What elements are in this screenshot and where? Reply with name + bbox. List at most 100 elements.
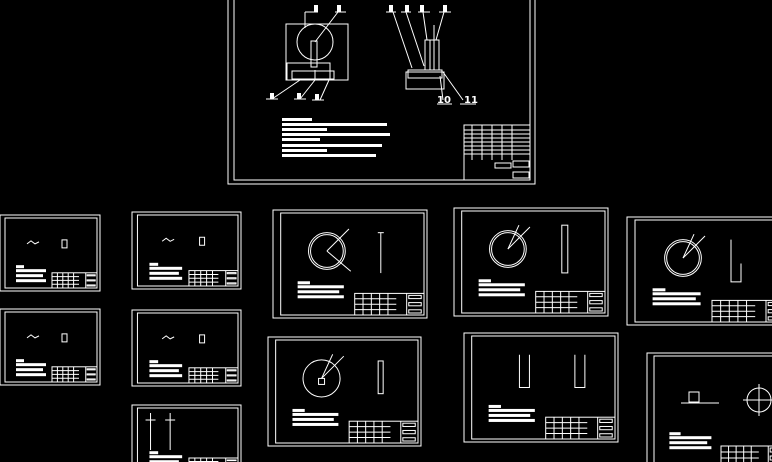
- sheet-outer-border: [131, 404, 242, 462]
- ring-outline: [308, 232, 346, 270]
- drawing-sheet-9[interactable]: [463, 332, 619, 443]
- note-line: [488, 404, 501, 408]
- main-assembly-sheet[interactable]: 10 11: [227, 0, 536, 185]
- part-view: [688, 391, 700, 403]
- note-line: [16, 274, 43, 278]
- title-block: [535, 290, 606, 314]
- note-line: [149, 266, 183, 270]
- drawing-sheet-3[interactable]: [272, 209, 428, 319]
- note-line: [149, 360, 159, 364]
- drawing-sheet-6[interactable]: [0, 308, 101, 386]
- sheet-outer-border: [646, 352, 772, 462]
- cell: [589, 300, 603, 305]
- note-line: [282, 154, 376, 157]
- sheet-outer-border: [453, 207, 609, 317]
- note-line: [282, 149, 327, 152]
- note-line: [16, 265, 24, 269]
- note-line: [16, 359, 24, 363]
- drawing-sheet-2[interactable]: [131, 211, 242, 290]
- note-line: [282, 133, 390, 136]
- note-line: [669, 446, 712, 450]
- cell: [86, 274, 96, 277]
- cell: [589, 292, 603, 298]
- notes-block: [652, 288, 701, 306]
- leader-line: [326, 250, 352, 272]
- sheet-inner-border: [136, 214, 239, 287]
- cell: [86, 373, 96, 376]
- cell: [226, 277, 237, 280]
- drawing-sheet-7[interactable]: [131, 309, 242, 387]
- cell: [86, 368, 96, 371]
- note-line: [149, 276, 183, 280]
- part-drawing: [161, 236, 206, 246]
- notes-block: [16, 359, 46, 377]
- note-line: [297, 290, 340, 294]
- sheet-outer-border: [131, 211, 242, 290]
- sheet-outer-border: [227, 0, 536, 185]
- cell: [226, 272, 237, 275]
- note-line: [282, 138, 320, 141]
- drawing-sheet-11[interactable]: [131, 404, 242, 462]
- cell: [589, 307, 603, 312]
- note-line: [149, 460, 179, 462]
- note-line: [478, 288, 521, 292]
- note-line: [292, 408, 305, 412]
- note-line: [652, 302, 701, 306]
- notes-block: [297, 281, 344, 299]
- part-drawing: [681, 384, 772, 416]
- sheet-inner-border: [280, 212, 425, 316]
- balloon-label-11: 11: [464, 95, 478, 106]
- cell: [512, 171, 530, 179]
- note-line: [652, 297, 696, 301]
- note-line: [297, 285, 344, 289]
- title-block: [348, 420, 419, 444]
- cell: [408, 294, 422, 300]
- leader-line: [507, 226, 531, 250]
- notes-block: [669, 432, 712, 450]
- note-line: [669, 436, 712, 440]
- ring-outline: [489, 230, 527, 268]
- drawing-sheet-10[interactable]: [646, 352, 772, 462]
- note-line: [282, 123, 387, 126]
- cell: [769, 447, 772, 453]
- cell: [402, 437, 416, 442]
- note-line: [669, 432, 681, 436]
- sheet-inner-border: [634, 219, 772, 323]
- sketch-mark: [61, 333, 68, 343]
- sketch-mark: [61, 239, 68, 249]
- drawing-sheet-5[interactable]: [626, 216, 772, 326]
- part-drawing: [145, 413, 176, 450]
- note-line: [478, 283, 525, 287]
- note-line: [282, 118, 312, 121]
- ring-outline: [664, 239, 702, 277]
- notes-block: [488, 404, 535, 422]
- part-side-view: [730, 239, 742, 283]
- sheet-outer-border: [0, 308, 101, 386]
- note-line: [149, 262, 159, 266]
- note-line: [488, 418, 535, 422]
- sheet-inner-border: [233, 0, 531, 181]
- drawing-sheet-8[interactable]: [267, 336, 422, 447]
- note-line: [652, 288, 666, 292]
- cell: [86, 279, 96, 282]
- ring-inner: [310, 234, 344, 268]
- sheet-inner-border: [4, 311, 98, 383]
- sketch-mark: [26, 240, 40, 245]
- note-line: [282, 128, 327, 131]
- drawing-sheet-4[interactable]: [453, 207, 609, 317]
- leader-line: [326, 228, 350, 252]
- note-line: [16, 279, 46, 283]
- drawing-sheet-1[interactable]: [0, 214, 101, 292]
- title-block: [188, 457, 239, 462]
- sheet-outer-border: [131, 309, 242, 387]
- note-line: [292, 417, 334, 421]
- note-line: [149, 364, 183, 368]
- title-block: [711, 299, 772, 323]
- cell: [402, 422, 416, 427]
- cell: [767, 309, 772, 314]
- note-line: [149, 271, 179, 275]
- title-block-frame: [463, 124, 531, 181]
- sheet-outer-border: [626, 216, 772, 326]
- part-drawing: [302, 354, 384, 398]
